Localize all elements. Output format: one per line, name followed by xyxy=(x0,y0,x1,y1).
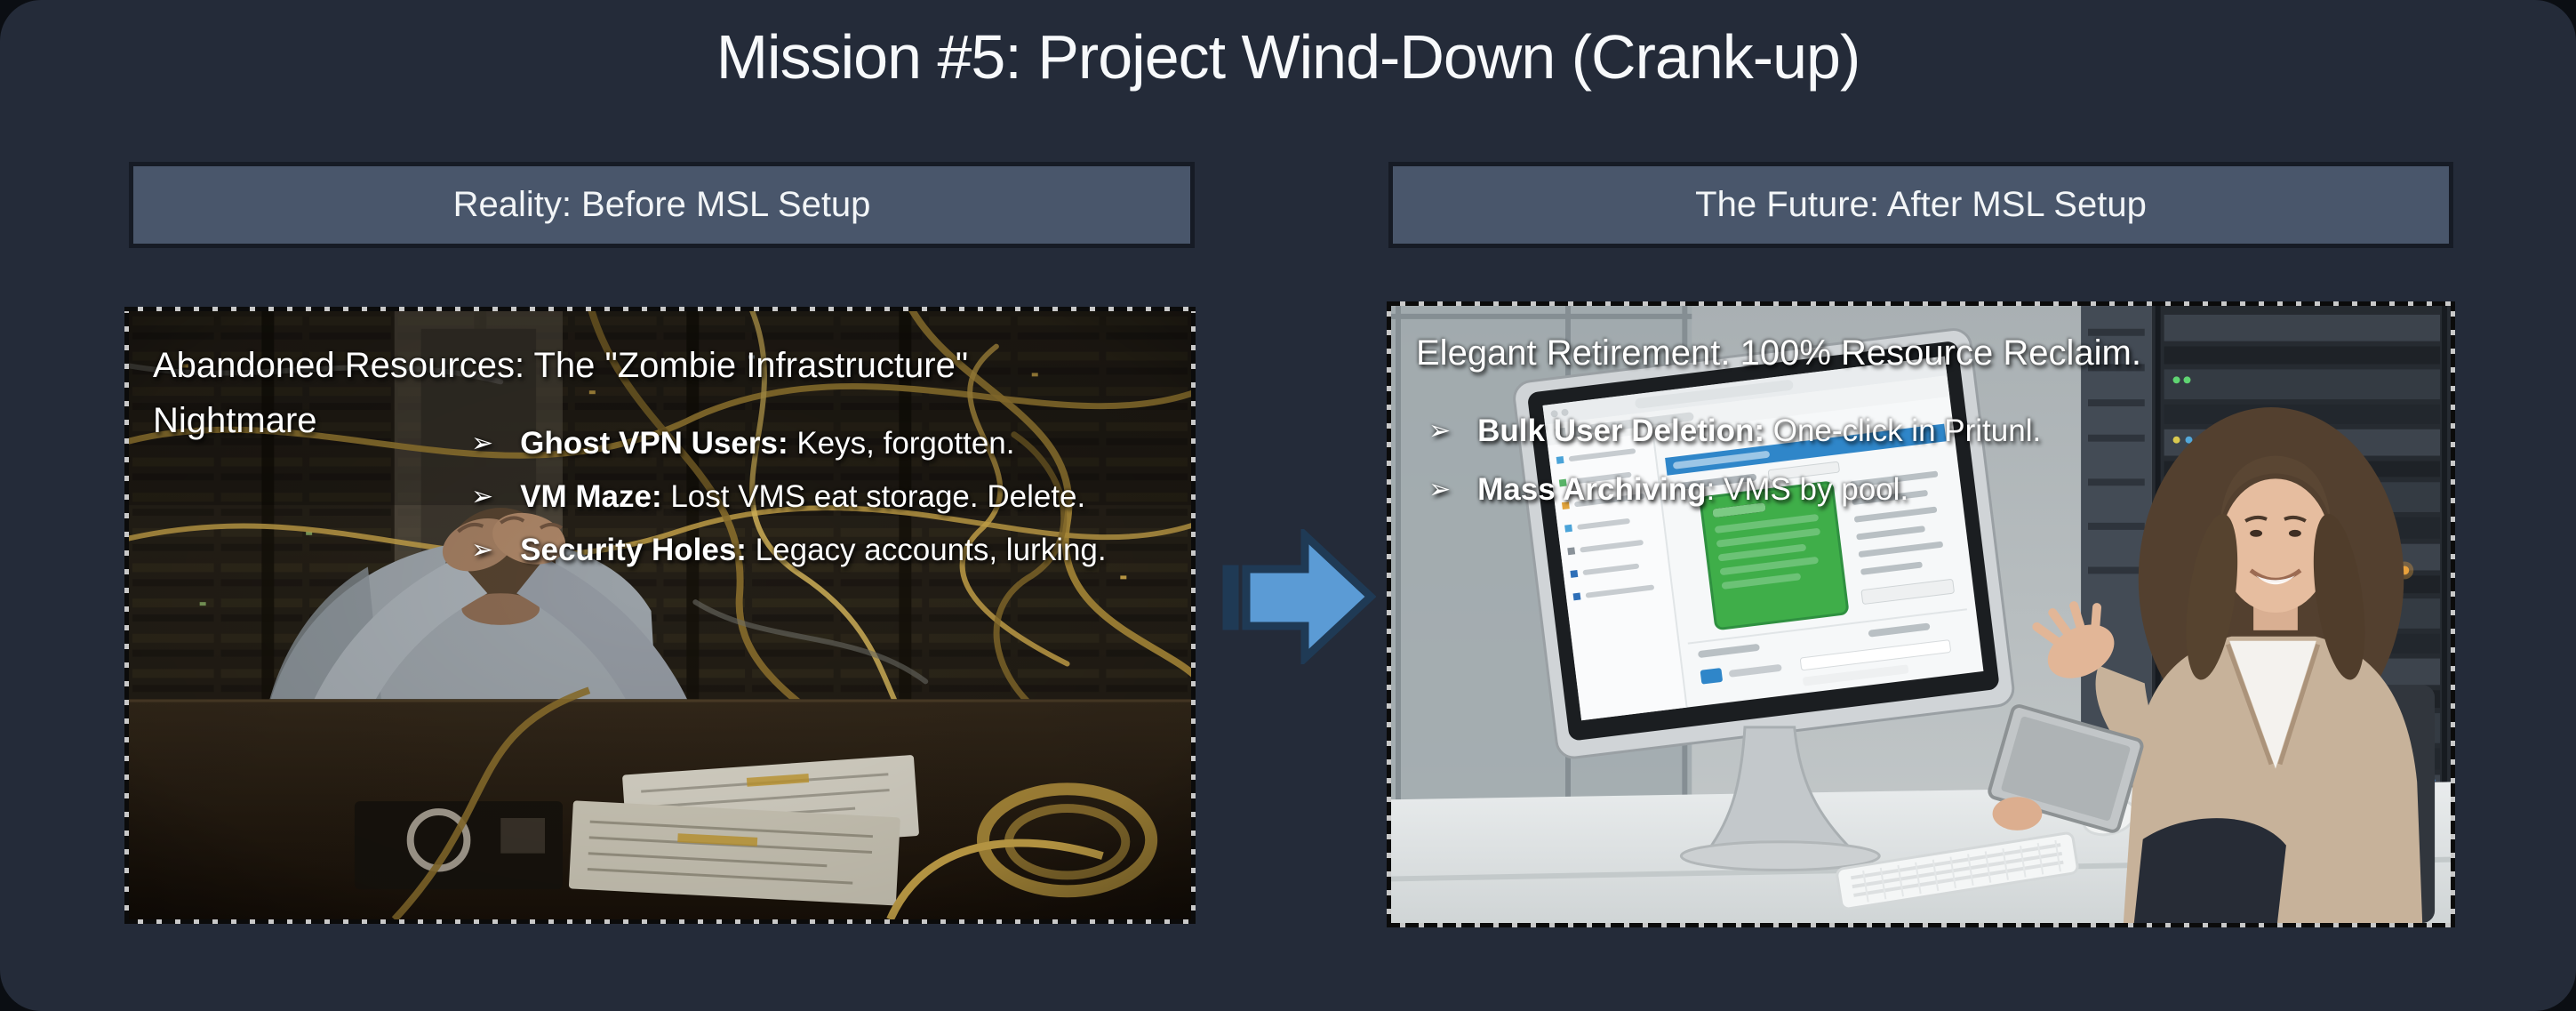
elegant-retirement-illustration xyxy=(1391,306,2451,923)
pants xyxy=(2133,818,2286,923)
shirt xyxy=(2229,640,2316,769)
after-photo[interactable]: Elegant Retirement. 100% Resource Reclai… xyxy=(1387,301,2455,927)
left-header-label: Reality: Before MSL Setup xyxy=(452,185,871,224)
before-photo[interactable]: Abandoned Resources: The "Zombie Infrast… xyxy=(124,307,1196,924)
open-hand xyxy=(2047,624,2115,678)
right-header-bar: The Future: After MSL Setup xyxy=(1388,162,2453,248)
right-header-label: The Future: After MSL Setup xyxy=(1695,185,2147,224)
zombie-infrastructure-illustration xyxy=(129,311,1191,919)
slide-title: Mission #5: Project Wind-Down (Crank-up) xyxy=(716,22,1861,92)
woman-figure xyxy=(1988,407,2436,923)
monitor xyxy=(1513,328,2015,759)
face xyxy=(2220,478,2331,614)
holding-hand xyxy=(1992,797,2043,830)
gesture-arm xyxy=(2095,665,2172,769)
striped-right-arrow-icon[interactable] xyxy=(1207,529,1376,664)
keyboard xyxy=(1836,831,2079,911)
management-ui-screen xyxy=(1542,356,1967,721)
left-header-bar: Reality: Before MSL Setup xyxy=(129,162,1195,248)
